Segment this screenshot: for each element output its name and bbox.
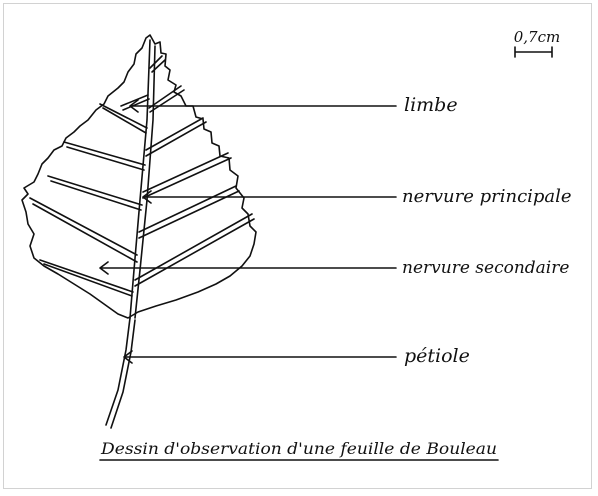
- scale-bar-label: 0,7cm: [514, 28, 560, 46]
- label-nervure-principale: nervure principale: [402, 186, 572, 207]
- secondary-veins-left: [30, 95, 149, 296]
- pointer-limbe: [130, 100, 396, 112]
- scale-bar-line: [515, 47, 552, 57]
- label-limbe: limbe: [404, 94, 458, 116]
- pointer-nervure-secondaire: [100, 262, 396, 274]
- label-nervure-secondaire: nervure secondaire: [402, 258, 569, 278]
- pointer-petiole: [124, 351, 396, 363]
- secondary-veins-right: [135, 56, 254, 286]
- pointer-nervure-principale: [143, 191, 396, 203]
- label-petiole: pétiole: [404, 345, 470, 367]
- caption: Dessin d'observation d'une feuille de Bo…: [100, 439, 497, 458]
- petiole-stroke: [106, 318, 135, 428]
